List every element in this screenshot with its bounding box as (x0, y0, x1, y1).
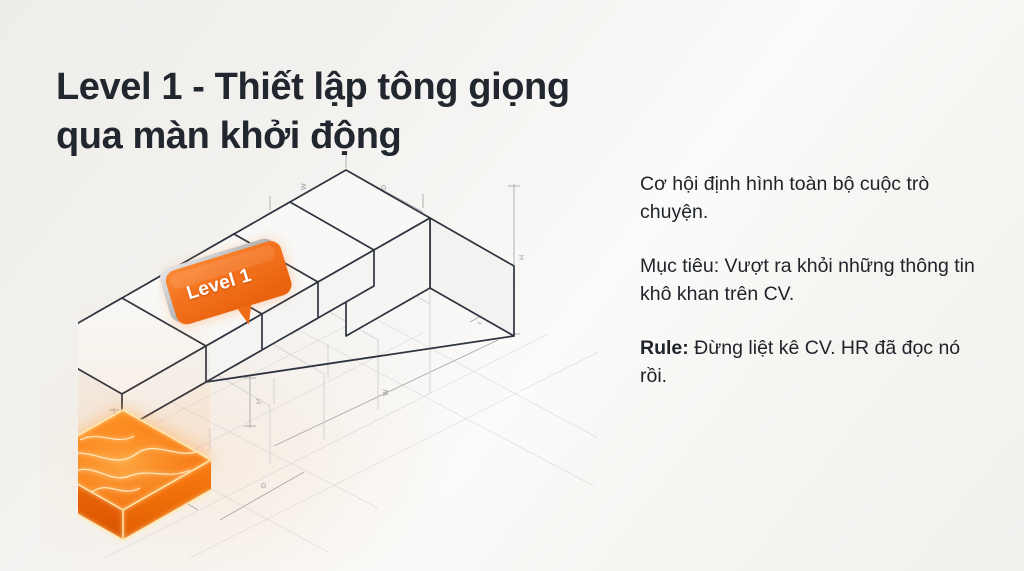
svg-text:H: H (256, 399, 263, 404)
paragraph-text: Mục tiêu: Vượt ra khỏi những thông tin k… (640, 255, 975, 306)
paragraph-goal: Mục tiêu: Vượt ra khỏi những thông tin k… (640, 252, 986, 308)
page-title: Level 1 - Thiết lập tông giọng qua màn k… (56, 66, 570, 158)
svg-text:r: r (477, 321, 484, 324)
paragraph-rule: Rule: Đừng liệt kê CV. HR đã đọc nó rồi. (640, 334, 986, 390)
paragraph-text: Đừng liệt kê CV. HR đã đọc nó rồi. (640, 337, 961, 388)
energy-column (78, 285, 210, 458)
svg-text:W: W (383, 389, 390, 396)
svg-text:D: D (381, 185, 388, 190)
paragraph-text: Cơ hội định hình toàn bộ cuộc trò chuyện… (640, 173, 930, 224)
paragraph-opportunity: Cơ hội định hình toàn bộ cuộc trò chuyện… (640, 170, 986, 226)
body-copy: Cơ hội định hình toàn bộ cuộc trò chuyện… (640, 170, 986, 390)
energy-wisps (78, 435, 197, 493)
highlight-rim (78, 409, 213, 541)
rule-lead-label: Rule: (640, 337, 689, 360)
svg-text:H: H (519, 255, 526, 260)
base-front-edge (205, 335, 515, 383)
svg-text:W: W (301, 183, 308, 190)
isometric-staircase-illustration: W D H d H W h R D r (78, 128, 598, 558)
svg-text:D: D (261, 483, 268, 488)
highlighted-step-1 (78, 409, 213, 541)
